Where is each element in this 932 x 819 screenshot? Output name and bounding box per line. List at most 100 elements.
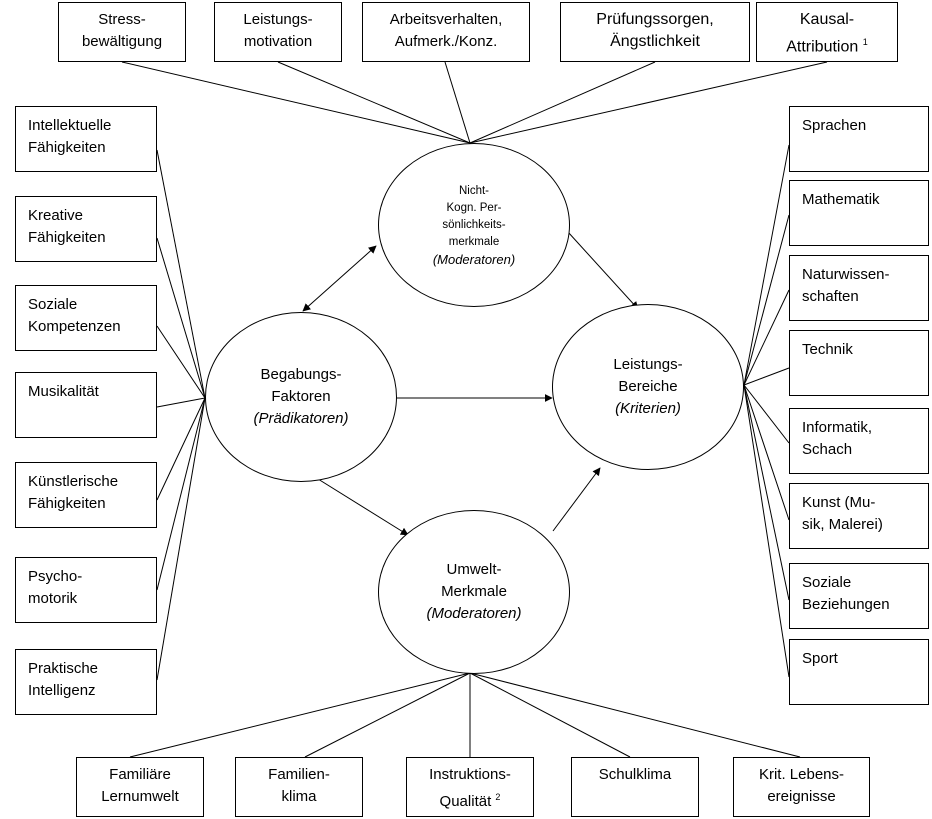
connector-line [743, 367, 790, 386]
connector-line [304, 672, 471, 758]
connector-line [469, 672, 631, 758]
right-box-naturwissenschaften: Naturwissen- schaften [789, 255, 929, 321]
left-box-psychomotorik: Psycho- motorik [15, 557, 157, 623]
box-line: Lernumwelt [101, 788, 179, 805]
ellipse-umweltmerkmale: Umwelt- Merkmale (Moderatoren) [378, 510, 570, 674]
box-line: Informatik, [802, 419, 873, 436]
box-line-with-footnote: Attribution 1 [757, 31, 897, 58]
ellipse-role: (Prädikatoren) [253, 410, 349, 427]
box-line: Praktische [28, 660, 99, 677]
connector-line [156, 149, 206, 399]
connector-line [743, 384, 790, 444]
left-box-musikalitaet: Musikalität [15, 372, 157, 438]
box-line: Ängstlichkeit [610, 33, 700, 50]
right-box-soziale-beziehungen: Soziale Beziehungen [789, 563, 929, 629]
connector-line [469, 672, 801, 758]
box-line: Fähigkeiten [28, 139, 106, 156]
top-box-leistungsmotivation: Leistungs- motivation [214, 2, 342, 62]
bottom-box-krit-lebensereignisse: Krit. Lebens- ereignisse [733, 757, 870, 817]
box-line: Kompetenzen [28, 318, 121, 335]
ellipse-line: merkmale [448, 235, 500, 248]
connector-line [743, 384, 790, 678]
ellipse-line: Faktoren [271, 388, 331, 405]
right-box-sprachen: Sprachen [789, 106, 929, 172]
box-line: Arbeitsverhalten, [389, 11, 503, 28]
connector-line [743, 384, 790, 601]
box-line: Familien- [268, 766, 330, 783]
ellipse-line: Kogn. Per- [446, 201, 502, 214]
ellipse-line: Bereiche [618, 378, 678, 395]
box-line: Stress- [98, 11, 146, 28]
connector-line [743, 289, 790, 386]
box-line: Kausal- [799, 11, 855, 28]
box-line: Aufmerk./Konz. [394, 33, 498, 50]
footnote-marker: 2 [495, 792, 501, 802]
ellipse-line: Merkmale [441, 583, 507, 600]
box-line: Schach [802, 441, 853, 458]
ellipse-role: (Moderatoren) [426, 605, 522, 622]
ellipse-line: Nicht- [458, 184, 490, 197]
arrow-begabung-nichtkogn [302, 245, 377, 312]
box-line: sik, Malerei) [802, 516, 883, 533]
box-line: Fähigkeiten [28, 495, 106, 512]
top-box-pruefungssorgen: Prüfungssorgen, Ängstlichkeit [560, 2, 750, 62]
box-line: Soziale [802, 574, 852, 591]
connector-line [743, 144, 790, 386]
box-line: Beziehungen [802, 596, 890, 613]
box-line: motivation [243, 33, 313, 50]
right-box-sport: Sport [789, 639, 929, 705]
connector-line [156, 397, 206, 501]
box-line: Familiäre [109, 766, 171, 783]
right-box-informatik-schach: Informatik, Schach [789, 408, 929, 474]
box-line: Fähigkeiten [28, 229, 106, 246]
box-line: bewältigung [81, 33, 163, 50]
box-line: Intelligenz [28, 682, 96, 699]
connector-line [156, 325, 206, 399]
box-line: Prüfungssorgen, [596, 11, 714, 28]
box-line: Instruktions- [429, 766, 511, 783]
box-line: Soziale [28, 296, 78, 313]
box-line: Musikalität [28, 383, 99, 400]
box-line: Intellektuelle [28, 117, 112, 134]
ellipse-role: (Kriterien) [615, 400, 681, 417]
box-line: schaften [802, 288, 859, 305]
arrow-umwelt-leistung [552, 467, 601, 532]
left-box-praktische-intelligenz: Praktische Intelligenz [15, 649, 157, 715]
connector-line [156, 397, 206, 408]
right-box-kunst: Kunst (Mu- sik, Malerei) [789, 483, 929, 549]
footnote-marker: 1 [862, 37, 868, 47]
box-line: Kreative [28, 207, 84, 224]
box-line: Schulklima [598, 766, 672, 783]
box-line: Attribution [786, 38, 859, 56]
box-line: motorik [28, 590, 78, 607]
ellipse-line: sönlichkeits- [442, 218, 506, 231]
connector-line [156, 397, 206, 591]
ellipse-line: Begabungs- [260, 366, 342, 383]
connector-line [743, 384, 790, 521]
arrow-begabung-umwelt [309, 473, 409, 536]
connector-line [469, 61, 828, 144]
arrow-nichtkogn-leistung [567, 231, 639, 310]
box-line: klima [281, 788, 317, 805]
ellipse-role: (Moderatoren) [432, 251, 516, 267]
connector-line [277, 61, 471, 144]
box-line: Naturwissen- [802, 266, 890, 283]
box-line: Sprachen [802, 117, 867, 134]
bottom-box-instruktionsqualitaet: Instruktions- Qualität 2 [406, 757, 534, 817]
ellipse-line: Leistungs- [613, 356, 683, 373]
box-line: Qualität [439, 793, 492, 810]
left-box-intellektuelle-faehigkeiten: Intellektuelle Fähigkeiten [15, 106, 157, 172]
ellipse-line: Umwelt- [446, 561, 502, 578]
box-line: ereignisse [767, 788, 836, 805]
top-box-stressbewaeltigung: Stress- bewältigung [58, 2, 186, 62]
box-line: Psycho- [28, 568, 83, 585]
connector-line [129, 672, 471, 758]
left-box-kreative-faehigkeiten: Kreative Fähigkeiten [15, 196, 157, 262]
box-line: Mathematik [802, 191, 880, 208]
connector-line [156, 237, 206, 399]
box-line: Künstlerische [28, 473, 119, 490]
top-box-arbeitsverhalten: Arbeitsverhalten, Aufmerk./Konz. [362, 2, 530, 62]
ellipse-begabungsfaktoren: Begabungs- Faktoren (Prädikatoren) [205, 312, 397, 482]
